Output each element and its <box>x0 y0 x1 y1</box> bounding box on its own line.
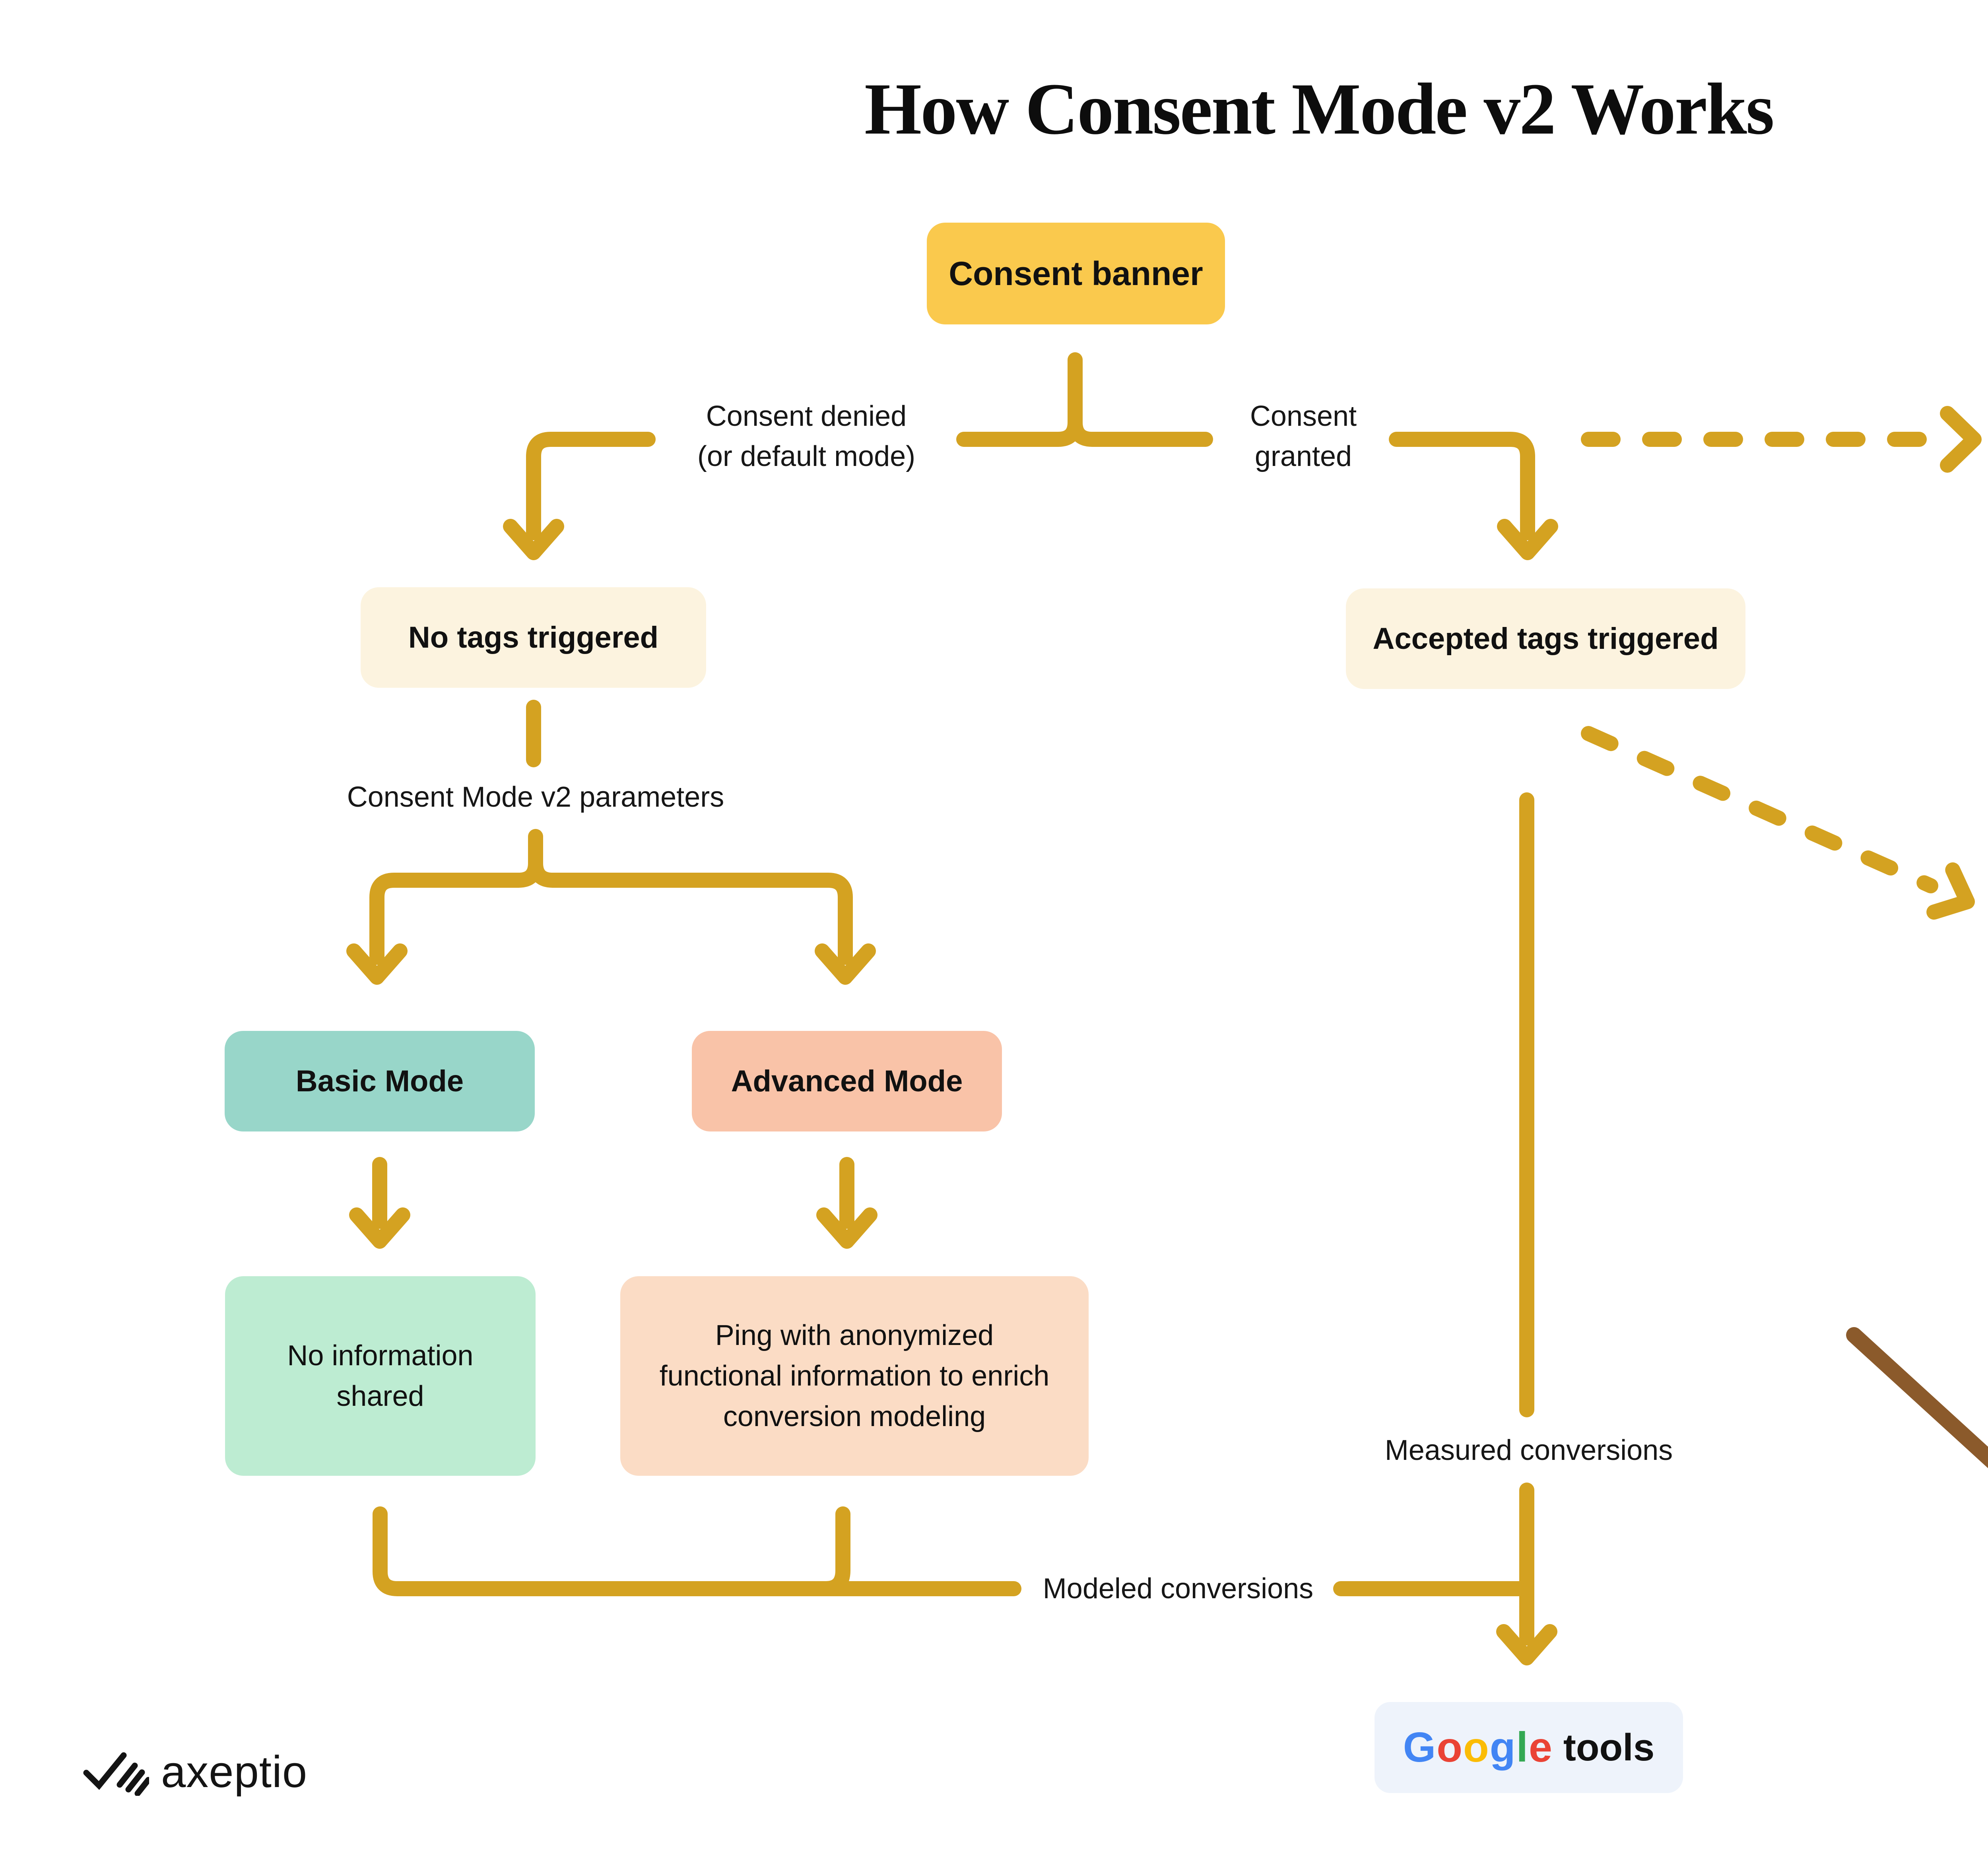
node-no-information-shared: No information shared <box>225 1276 536 1476</box>
axeptio-check-icon <box>83 1752 149 1796</box>
arrowhead-ping <box>816 1207 878 1249</box>
consent-granted-line1: Consent <box>1250 400 1357 432</box>
consent-denied-line1: Consent denied <box>706 400 907 432</box>
node-basic-mode: Basic Mode <box>225 1031 535 1131</box>
arrowhead-no-info <box>349 1207 410 1249</box>
consent-banner-label: Consent banner <box>949 254 1203 292</box>
arrowhead-accepted-tags <box>1497 519 1558 560</box>
node-accepted-tags-triggered: Accepted tags triggered <box>1346 588 1745 689</box>
brand-footer: axeptio <box>82 1746 307 1797</box>
ping-label: Ping with anonymized functional informat… <box>659 1319 1050 1433</box>
no-information-label: No information shared <box>287 1339 474 1412</box>
connector-granted-branch <box>1389 432 1535 540</box>
measured-caption: Measured conversions <box>1384 1434 1673 1466</box>
consent-denied-line2: (or default mode) <box>697 441 916 472</box>
arrowhead-google <box>1496 1624 1557 1665</box>
arrowhead-transmission <box>1940 406 1982 473</box>
node-consent-banner: Consent banner <box>927 223 1225 324</box>
teacher-cookie-mascot <box>1846 1327 1988 1468</box>
basic-mode-label: Basic Mode <box>295 1064 464 1098</box>
node-ping-anonymized: Ping with anonymized functional informat… <box>620 1276 1089 1476</box>
params-caption: Consent Mode v2 parameters <box>347 781 724 813</box>
brand-name: axeptio <box>161 1747 308 1797</box>
connector-fork-left <box>369 829 543 965</box>
connector-banner-stem-left <box>956 352 1083 447</box>
connector-tag-writing-dashed <box>1581 726 1938 893</box>
google-logo: Google <box>1403 1724 1553 1771</box>
connector-denied-branch <box>526 432 656 540</box>
page-title: How Consent Mode v2 Works <box>864 68 1774 150</box>
arrowhead-tag-writing <box>1926 862 1975 920</box>
advanced-mode-label: Advanced Mode <box>731 1064 963 1098</box>
google-tools-suffix: tools <box>1563 1726 1655 1769</box>
connector-no-info-down <box>373 1506 1021 1596</box>
connector-ping-down <box>818 1506 850 1596</box>
no-tags-label: No tags triggered <box>408 621 659 654</box>
arrowhead-basic <box>346 943 408 985</box>
modeled-caption: Modeled conversions <box>1043 1573 1314 1605</box>
accepted-tags-label: Accepted tags triggered <box>1373 622 1719 656</box>
connector-fork-right <box>528 856 853 965</box>
node-advanced-mode: Advanced Mode <box>692 1031 1002 1131</box>
arrowhead-advanced <box>815 943 876 985</box>
node-no-tags-triggered: No tags triggered <box>361 587 706 688</box>
arrowhead-no-tags <box>503 519 564 560</box>
connector-banner-stem-right <box>1068 415 1213 447</box>
consent-granted-line2: granted <box>1254 441 1352 472</box>
node-google-tools: Google tools <box>1375 1702 1683 1793</box>
mascot-pointer-stick <box>1846 1327 1988 1468</box>
